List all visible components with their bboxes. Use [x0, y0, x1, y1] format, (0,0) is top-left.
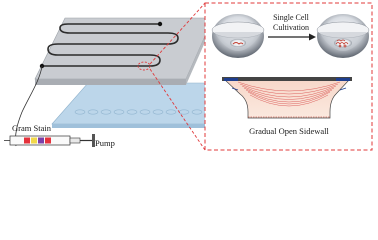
stain-band-yellow [31, 137, 37, 144]
gram-stain-label: Gram Stain [12, 123, 52, 133]
serpentine-channel [42, 23, 179, 67]
stain-band-purple [38, 137, 44, 144]
microwell-after-icon [316, 14, 370, 58]
cultivation-label: Cultivation [273, 23, 309, 32]
diagram-canvas: Gram Stain Pump Single Cell Cultivation [4, 2, 373, 151]
single-cell-label: Single Cell [273, 13, 310, 22]
zoom-region-marker [137, 61, 151, 71]
flow-streamlines [237, 81, 341, 107]
stain-band-red [24, 137, 30, 144]
zoom-connector-top [149, 2, 206, 65]
pump-label: Pump [95, 138, 115, 148]
zoom-connector-bottom [149, 68, 206, 151]
syringe-pump-icon [4, 134, 95, 147]
sidewall-cross-section-icon [222, 77, 352, 119]
chip-top-layer [34, 17, 214, 80]
stain-band-red-2 [45, 137, 51, 144]
arrow-right-icon [268, 33, 316, 41]
microwell-before-icon [211, 14, 265, 58]
microwell-array [74, 109, 216, 115]
gradual-sidewall-label: Gradual Open Sidewall [249, 126, 329, 136]
chip-outlet [157, 21, 163, 27]
cell-colony-icon [335, 39, 349, 48]
inlet-tubing [15, 65, 43, 147]
